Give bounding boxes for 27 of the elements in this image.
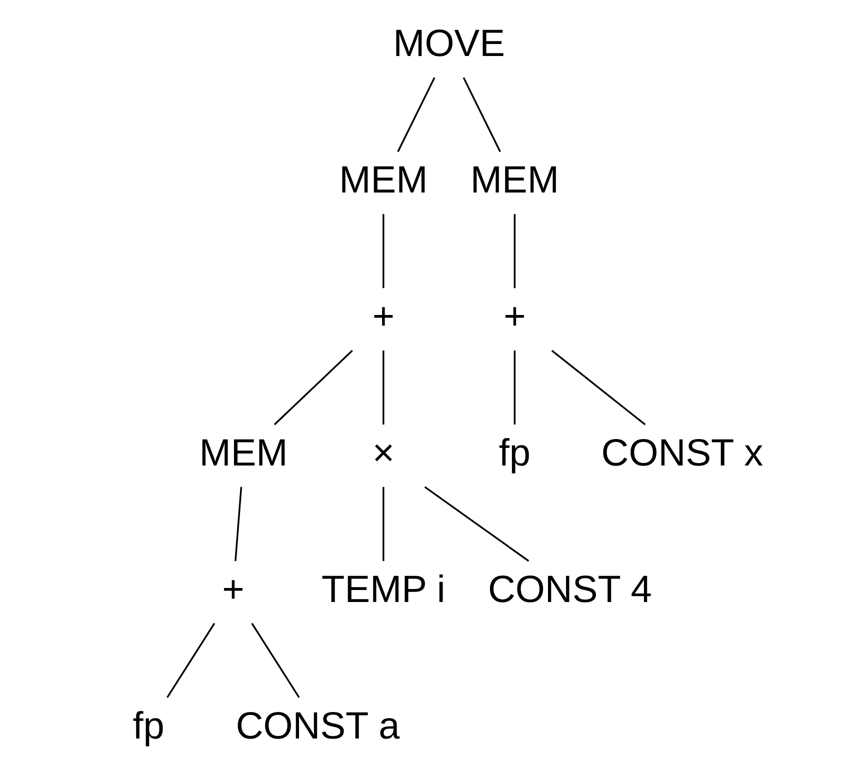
node-text: CONST 4 (487, 568, 652, 611)
connector (234, 486, 242, 562)
connector (382, 214, 384, 288)
connector (424, 486, 529, 562)
node-text: CONST x (600, 432, 763, 474)
node-text: + (222, 568, 244, 611)
connector (382, 486, 384, 561)
node-text: + (372, 296, 394, 338)
node-text: MOVE (392, 23, 504, 66)
connector (396, 77, 435, 152)
connector (382, 350, 384, 425)
node-text: CONST a (235, 705, 400, 748)
node-text: + (503, 296, 526, 338)
connector (513, 350, 516, 425)
node-text: fp (132, 705, 164, 748)
connector (250, 622, 300, 698)
connector (166, 622, 215, 698)
node-text: × (372, 432, 394, 474)
node-text: MEM (338, 160, 428, 202)
node-text: TEMP i (321, 568, 445, 611)
node-text: fp (498, 432, 530, 474)
node-text: MEM (198, 432, 288, 474)
connector (513, 214, 516, 288)
connector (462, 77, 500, 152)
connector (550, 350, 646, 426)
connector (273, 350, 352, 426)
node-text: MEM (470, 160, 558, 202)
